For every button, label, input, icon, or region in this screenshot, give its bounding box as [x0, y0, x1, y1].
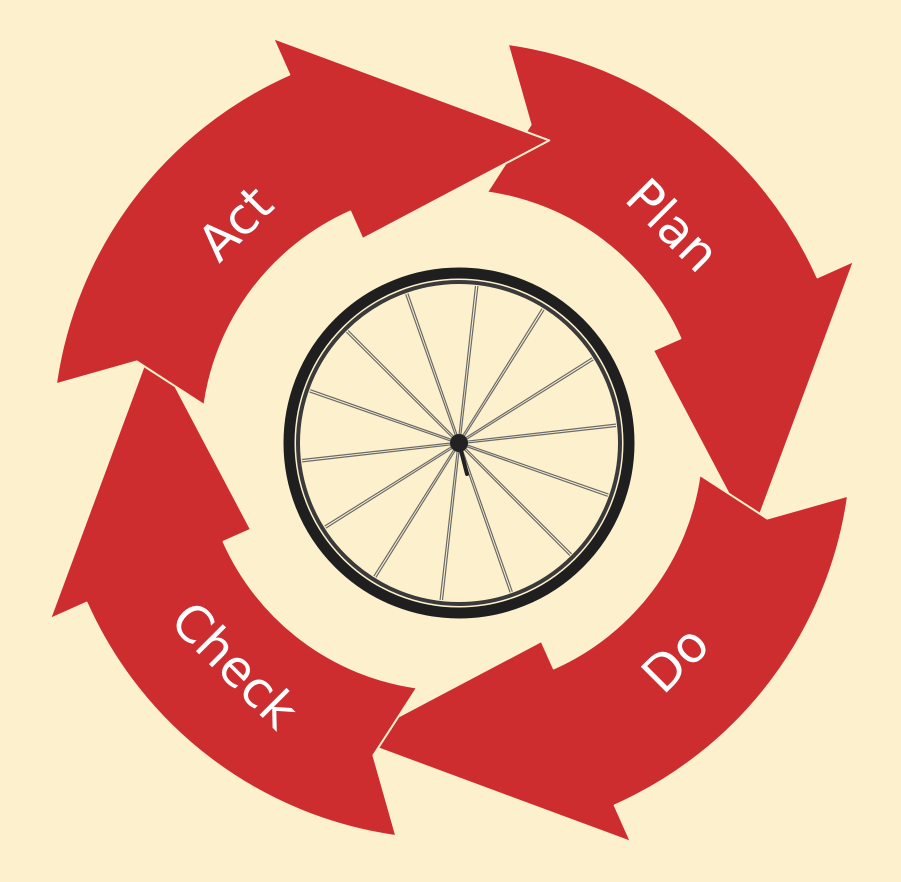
bicycle-wheel-icon — [287, 271, 631, 615]
